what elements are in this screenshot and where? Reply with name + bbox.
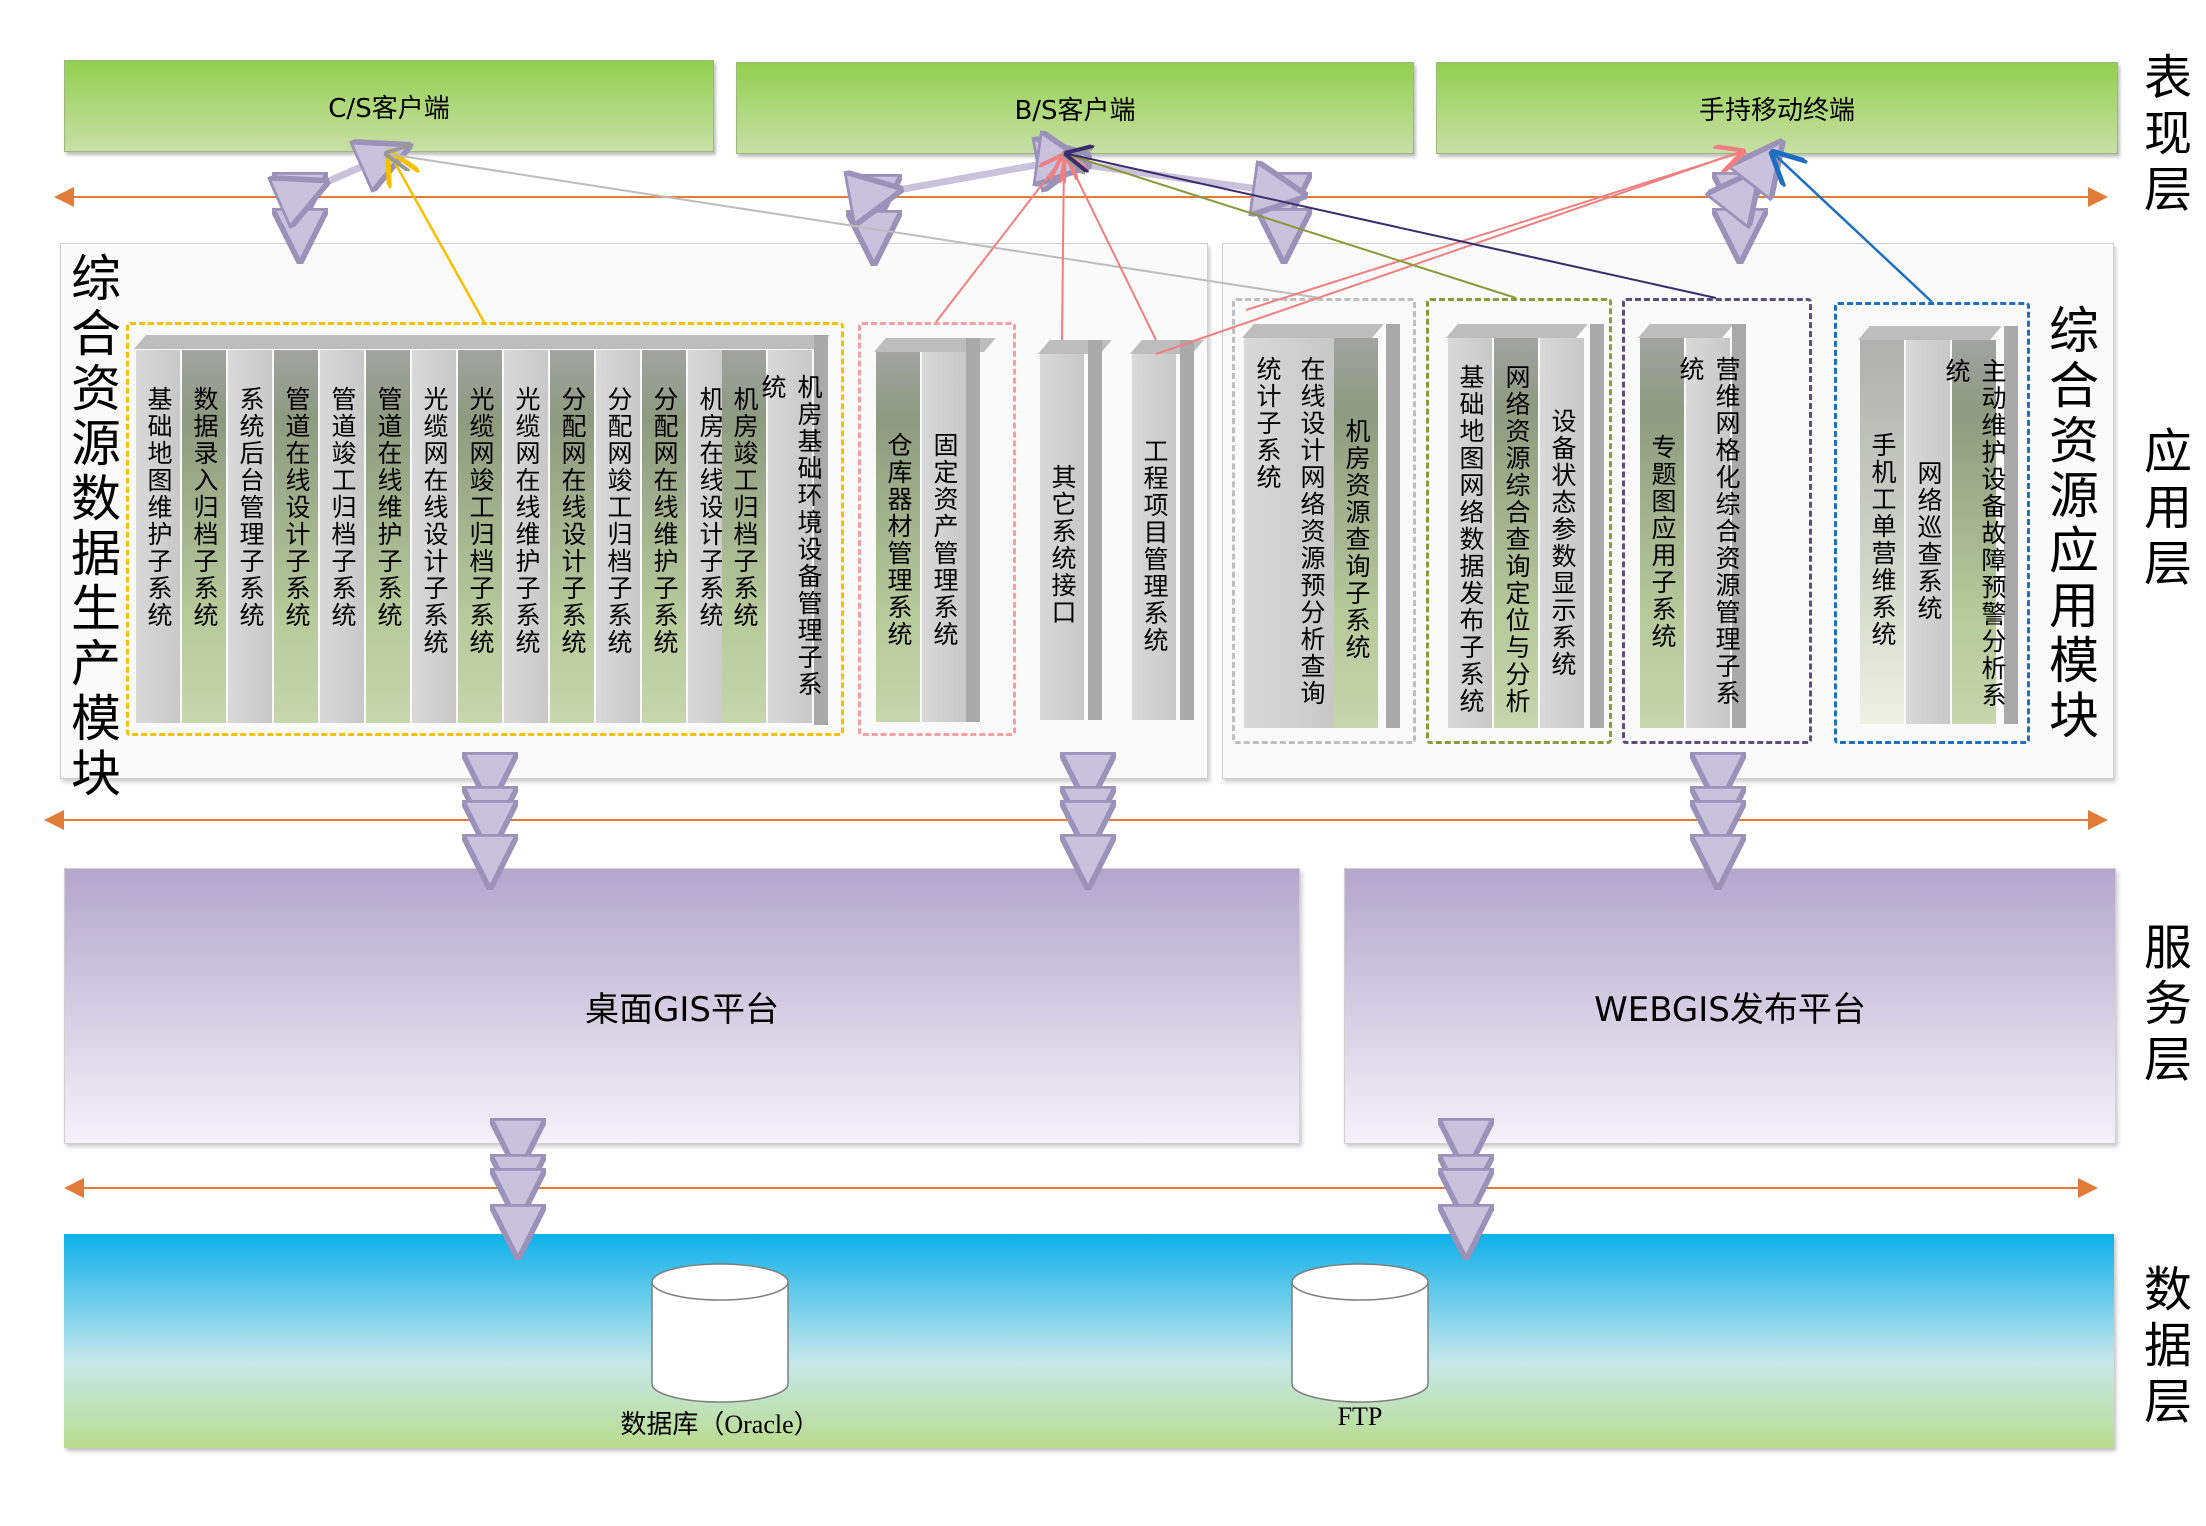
- webgis-platform: WEBGIS发布平台: [1344, 868, 2116, 1144]
- module-column: 管道在线维护子系统: [366, 350, 410, 723]
- production-group2-border: [858, 322, 1016, 736]
- module-column: 分配网在线设计子系统: [550, 350, 594, 723]
- mobile-terminal-label: 手持移动终端: [1698, 95, 1855, 126]
- module-column: 手机工单营维系统: [1860, 340, 1904, 724]
- module-column: 机房资源查询子系统: [1334, 338, 1378, 728]
- module-column: 管道在线设计子系统: [274, 350, 318, 723]
- module-column: 机房基础环境设备管理子系统: [758, 350, 823, 723]
- application-module-title: 综合资源应用模块: [2049, 302, 2099, 745]
- desktop-gis-platform: 桌面GIS平台: [64, 868, 1300, 1144]
- module-column: 基础地图网络数据发布子系统: [1448, 338, 1492, 728]
- group1-side: [814, 335, 828, 725]
- application-groupB-border: [1426, 298, 1612, 744]
- groupC-side: [1732, 324, 1746, 728]
- group2-side: [966, 338, 980, 722]
- module-column: 基础地图维护子系统: [136, 350, 180, 723]
- module-column: 仓库器材管理系统: [876, 352, 920, 722]
- ftp-cylinder-icon: [1291, 1263, 1429, 1403]
- project-management-system: 工程项目管理系统: [1132, 354, 1176, 720]
- module-column: 网络资源综合查询定位与分析: [1494, 338, 1538, 728]
- application-groupA-border: [1232, 298, 1416, 744]
- module-column: 光缆网竣工归档子系统: [458, 350, 502, 723]
- module-column: 主动维护设备故障预警分析系统: [1942, 340, 2007, 724]
- desktop-gis-label: 桌面GIS平台: [585, 989, 779, 1030]
- cs-client-label: C/S客户端: [328, 93, 450, 124]
- webgis-label: WEBGIS发布平台: [1594, 989, 1866, 1030]
- module-column: 数据录入归档子系统: [182, 350, 226, 723]
- production-group1-border: [126, 322, 844, 736]
- groupD-side: [2004, 326, 2018, 724]
- layer-label-service: 服务层: [2143, 920, 2192, 1088]
- database-cylinder-icon: [651, 1263, 789, 1403]
- production-module-title: 综合资源数据生产模块: [71, 250, 121, 803]
- application-groupD-border: [1834, 302, 2030, 744]
- layer-label-application: 应用层: [2143, 424, 2192, 592]
- project-mgmt-side: [1180, 340, 1194, 720]
- module-column: 分配网在线维护子系统: [642, 350, 686, 723]
- groupA-side: [1386, 324, 1400, 728]
- ftp-label: FTP: [1337, 1402, 1383, 1431]
- module-column: 系统后台管理子系统: [228, 350, 272, 723]
- layer-label-data: 数据层: [2143, 1262, 2192, 1430]
- layer-label-presentation: 表现层: [2143, 50, 2192, 218]
- module-column: 光缆网在线设计子系统: [412, 350, 456, 723]
- other-system-interface: 其它系统接口: [1040, 354, 1084, 720]
- module-column: 在线设计网络资源预分析查询统计子系统: [1244, 338, 1334, 728]
- module-column: 管道竣工归档子系统: [320, 350, 364, 723]
- module-column: 光缆网在线维护子系统: [504, 350, 548, 723]
- cs-client-box: C/S客户端: [64, 60, 714, 152]
- bs-client-label: B/S客户端: [1014, 95, 1136, 126]
- module-column: 营维网格化综合资源管理子系统: [1676, 338, 1741, 728]
- data-layer-bar: [64, 1234, 2114, 1448]
- module-column: 机房竣工归档子系统: [722, 350, 766, 723]
- groupB-side: [1590, 324, 1604, 728]
- module-column: 设备状态参数显示系统: [1540, 338, 1584, 728]
- module-column: 分配网竣工归档子系统: [596, 350, 640, 723]
- database-label: 数据库（Oracle）: [620, 1410, 820, 1439]
- application-groupC-border: [1622, 298, 1812, 744]
- other-interface-side: [1088, 340, 1102, 720]
- module-column: 固定资产管理系统: [922, 352, 966, 722]
- module-column: 网络巡查系统: [1906, 340, 1950, 724]
- module-column: 专题图应用子系统: [1640, 338, 1684, 728]
